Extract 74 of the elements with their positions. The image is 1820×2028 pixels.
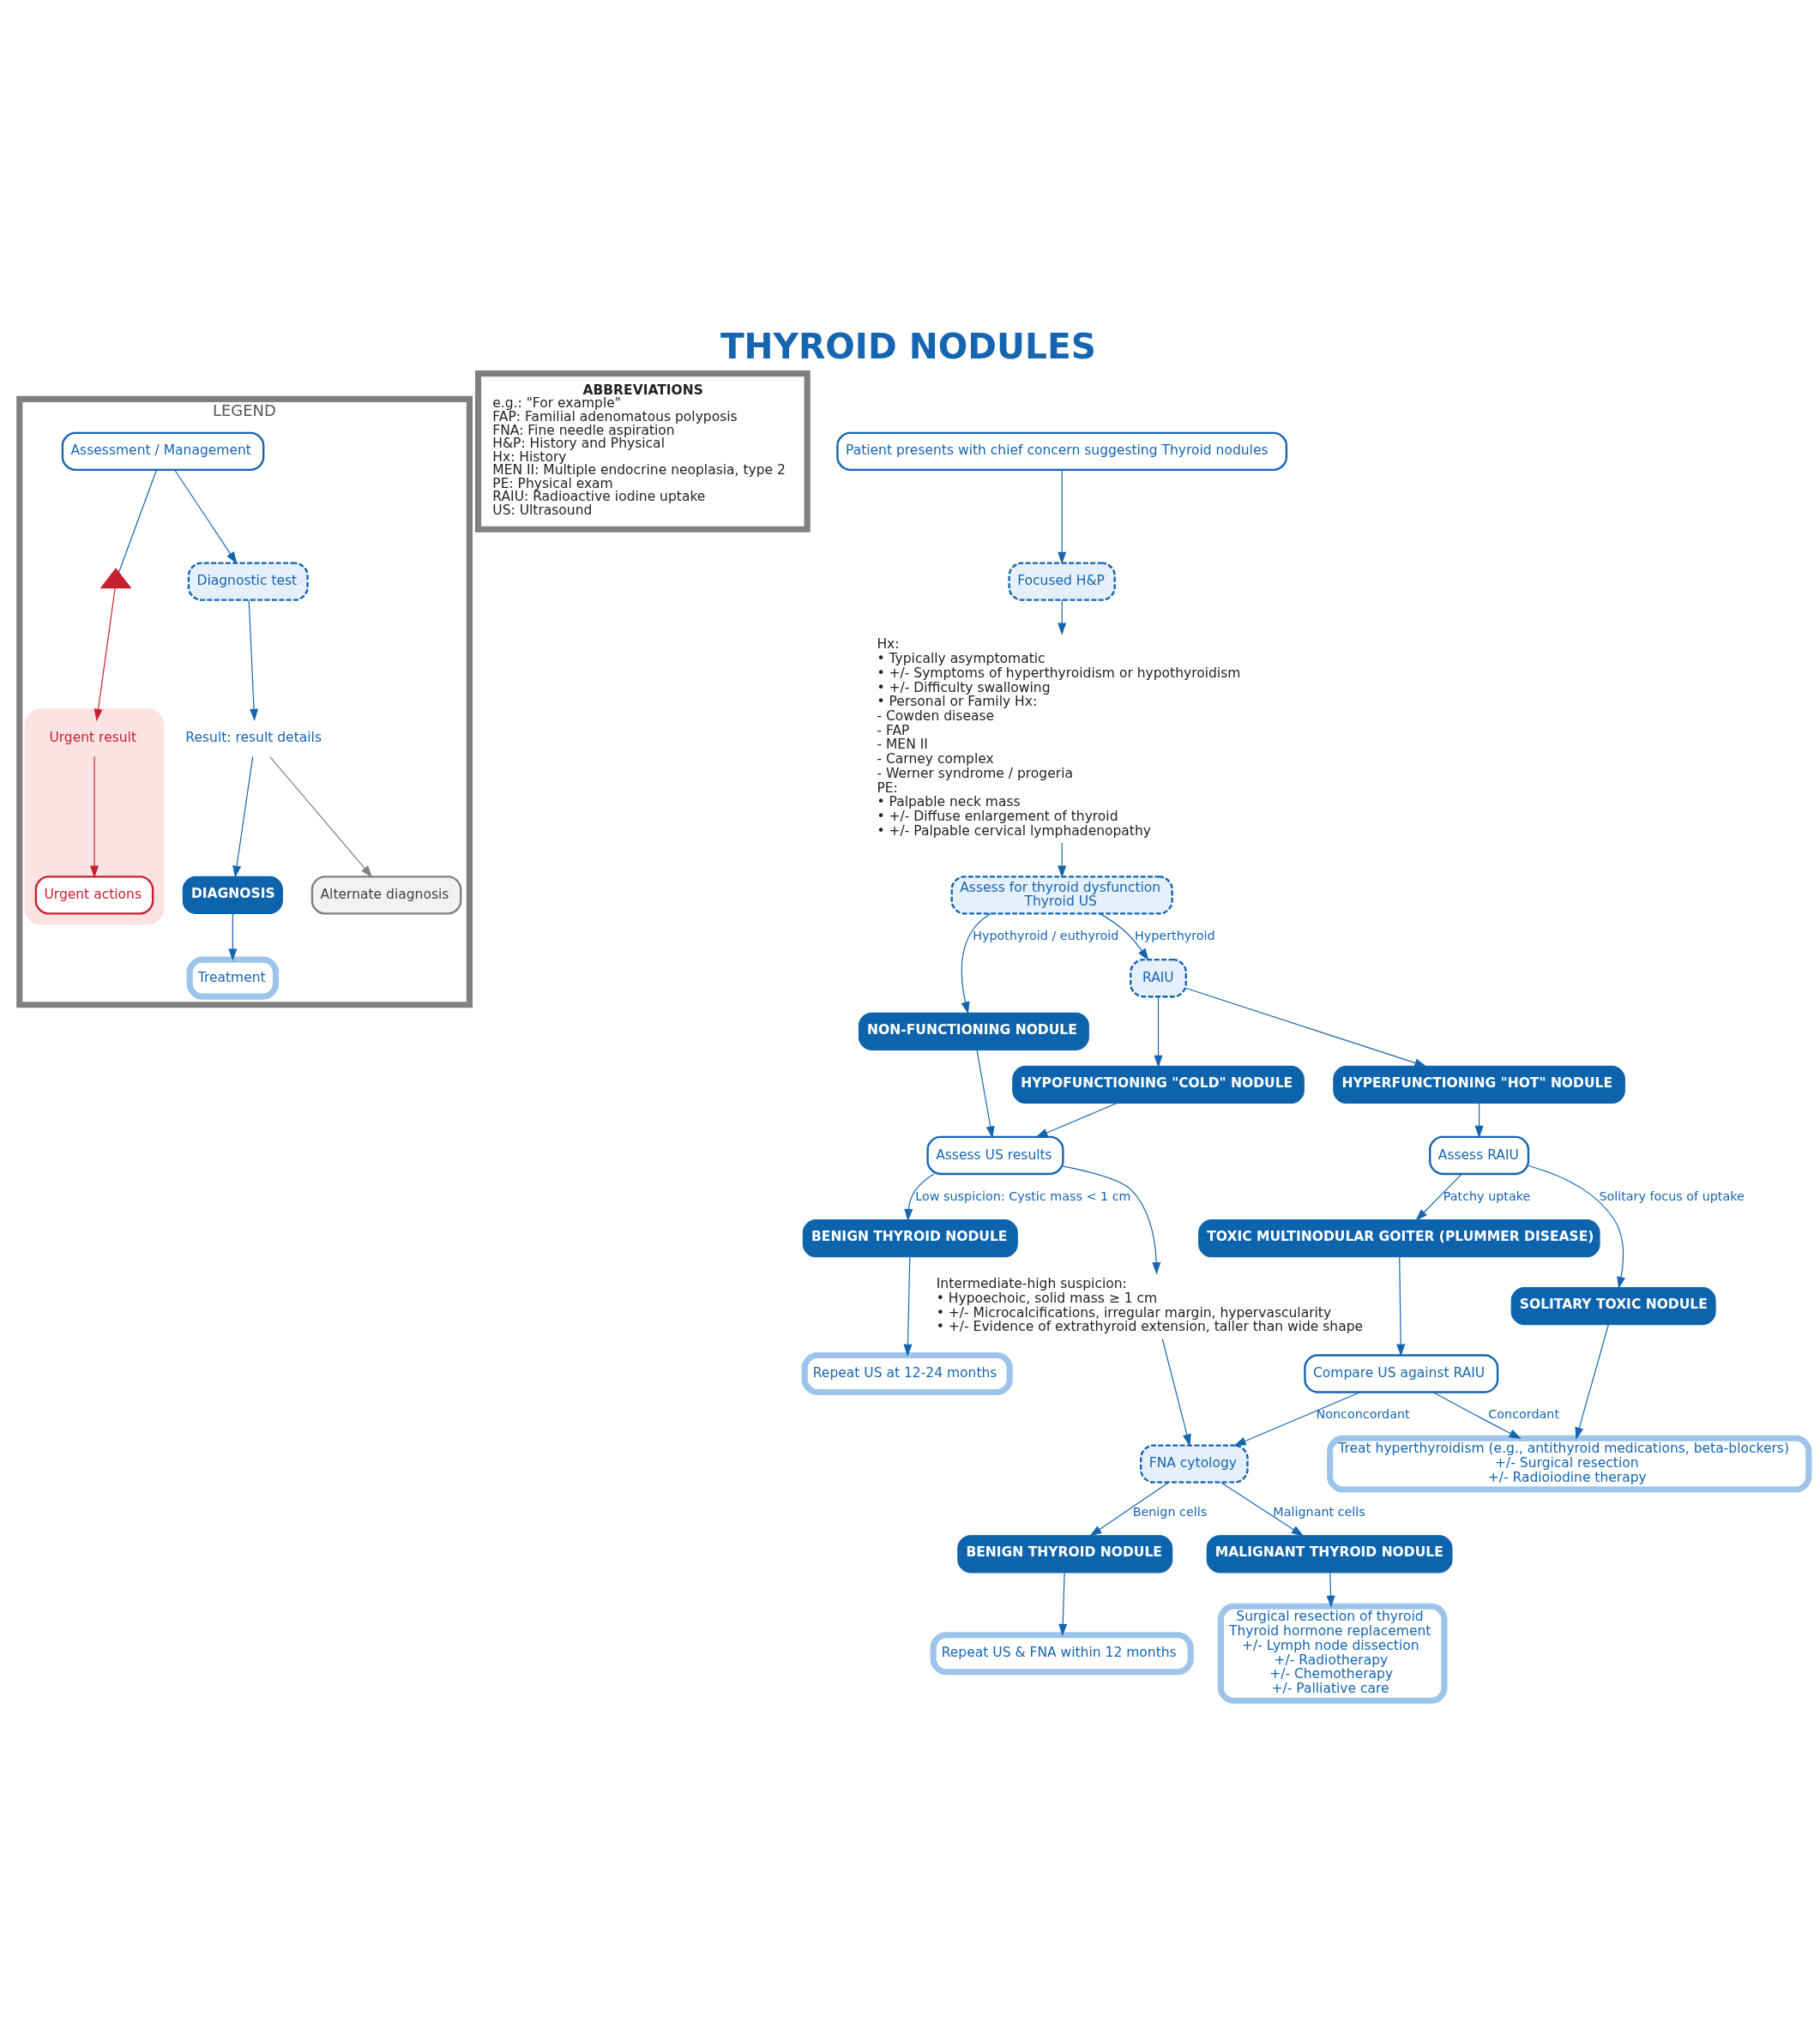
edge-label: Hypothyroid / euthyroid [973, 928, 1119, 942]
arrow [1161, 1338, 1191, 1447]
arrow [1326, 1572, 1335, 1609]
edge-label: Patchy uptake [1443, 1189, 1531, 1203]
arrow [1063, 1165, 1161, 1275]
arrow [248, 599, 259, 722]
arrow [1474, 1103, 1484, 1139]
arrow [89, 755, 99, 878]
node-box: SOLITARY TOXIC NODULE [1510, 1287, 1716, 1326]
node-box: Surgical resection of thyroid Thyroid hormone replacement +/- Lymph node dissection +/- Radiotherapy +/- Chemotherapy +/- Palliative care [1217, 1603, 1448, 1704]
edge-label: Malignant cells [1273, 1504, 1365, 1519]
edge-label: Low suspicion: Cystic mass < 1 cm [915, 1189, 1131, 1203]
arrow [174, 469, 238, 564]
node-box: Focused H&P [1008, 562, 1116, 601]
node-box: Assessment / Management [61, 431, 265, 472]
node-box: ABBREVIATIONS e.g.: "For example" FAP: Familial adenomatous polyposis FNA: Fine needle aspiration H&P: History and Physical Hx: History MEN II: Multiple endocrine neoplasia, type 2 PE: Physical exam RAIU: Radioactive iodine uptake US: Ultrasound [474, 370, 811, 533]
edge-label: Nonconcordant [1316, 1407, 1410, 1422]
arrow [903, 1256, 913, 1357]
node-text: Result: result details [185, 730, 322, 746]
arrow [1528, 1164, 1625, 1290]
arrow [1575, 1324, 1609, 1440]
diagram-title: THYROID NODULES [720, 325, 1096, 367]
arrow [1154, 996, 1163, 1068]
node-box: Treatment [186, 956, 280, 1000]
arrow [1233, 1392, 1361, 1447]
node-box: RAIU [1130, 958, 1187, 998]
node-box: Treat hyperthyroidism (e.g., antithyroid medications, beta-blockers) +/- Surgical resection +/- Radioiodine therapy [1327, 1435, 1812, 1493]
arrow [1058, 599, 1067, 635]
arrow [228, 912, 238, 961]
edge-label: Hyperthyroid [1135, 928, 1215, 942]
arrow [1058, 469, 1067, 565]
node-box: Repeat US at 12-24 months [801, 1351, 1013, 1396]
node-box: Diagnostic test [187, 562, 309, 601]
arrow [232, 755, 254, 878]
node-box: Alternate diagnosis [310, 876, 462, 915]
arrow [1058, 1572, 1068, 1637]
node-box: BENIGN THYROID NODULE [802, 1219, 1018, 1258]
node-box: Compare US against RAIU [1304, 1354, 1499, 1393]
arrow [976, 1049, 995, 1139]
node-box: Assess US results [926, 1135, 1064, 1176]
node-box: Assess for thyroid dysfunction Thyroid US [950, 876, 1173, 915]
arrow [269, 755, 373, 878]
arrow [1220, 1482, 1305, 1537]
node-text: Hx: • Typically asymptomatic • +/- Symptoms of hyperthyroidism or hypothyroidism • +/- Difficulty swallowing • Personal or Family Hx: - Cowden disease - FAP - MEN II - Carney complex - Werner syndrome / progeria PE: • Palpable neck mass • +/- Diffuse enlargement of thyroid • +/- Palpable cervical lymphadenopathy [877, 636, 1241, 839]
arrow [93, 587, 116, 722]
arrow [904, 1173, 935, 1222]
node-box: BENIGN THYROID NODULE [957, 1535, 1173, 1574]
arrow [1185, 987, 1427, 1068]
arrow [1415, 1173, 1462, 1221]
node-box: MALIGNANT THYROID NODULE [1206, 1535, 1453, 1574]
arrow [961, 912, 991, 1014]
node-box: HYPOFUNCTIONING "COLD" NODULE [1012, 1065, 1305, 1104]
node-box: FNA cytology [1140, 1444, 1249, 1483]
arrow [1099, 912, 1149, 961]
node-box: Assess RAIU [1429, 1135, 1530, 1176]
arrow [1058, 842, 1067, 878]
node-box: DIAGNOSIS [182, 876, 283, 914]
node-box: TOXIC MULTINODULAR GOITER (PLUMMER DISEASE) [1198, 1219, 1600, 1258]
connector [118, 469, 158, 574]
node-box: HYPERFUNCTIONING "HOT" NODULE [1333, 1065, 1625, 1104]
arrow [1035, 1102, 1118, 1138]
edge-label: Concordant [1488, 1407, 1560, 1422]
node-box: Urgent actions [34, 876, 154, 915]
edge-label: Benign cells [1132, 1504, 1208, 1519]
edge-label: Solitary focus of uptake [1599, 1189, 1745, 1203]
node-box: Repeat US & FNA within 12 months [930, 1632, 1194, 1676]
arrow [1396, 1256, 1406, 1357]
node-box: Patient presents with chief concern suggesting Thyroid nodules [836, 431, 1288, 472]
arrow [1432, 1391, 1522, 1439]
node-box: NON-FUNCTIONING NODULE [858, 1012, 1089, 1050]
node-text: Urgent result [49, 730, 137, 746]
node-triangle [99, 568, 132, 589]
arrow [1089, 1482, 1169, 1537]
node-text: Intermediate-high suspicion: • Hypoechoic, solid mass ≥ 1 cm • +/- Microcalcifications, irregular margin, hypervascularity • +/- Evidence of extrathyroid extension, taller than wide shape [936, 1276, 1364, 1335]
